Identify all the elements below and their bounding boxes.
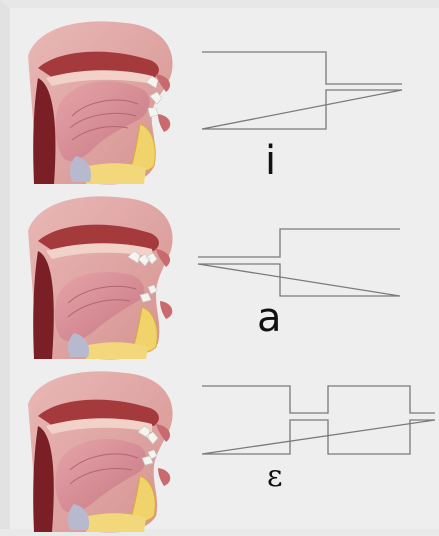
vocal-tract-anatomy-illustration-epsilon bbox=[28, 366, 182, 536]
vowel-label-epsilon: ɛ bbox=[267, 462, 283, 492]
vowel-panel-epsilon: ɛ bbox=[10, 358, 439, 533]
vowel-label-a: a bbox=[257, 298, 282, 338]
vocal-tract-anatomy-illustration-i bbox=[28, 16, 182, 186]
vowel-panel-i: i bbox=[10, 8, 439, 183]
vowel-label-i: i bbox=[265, 141, 276, 181]
vowel-panel-a: a bbox=[10, 183, 439, 358]
vocal-tract-anatomy-illustration-a bbox=[28, 191, 182, 361]
